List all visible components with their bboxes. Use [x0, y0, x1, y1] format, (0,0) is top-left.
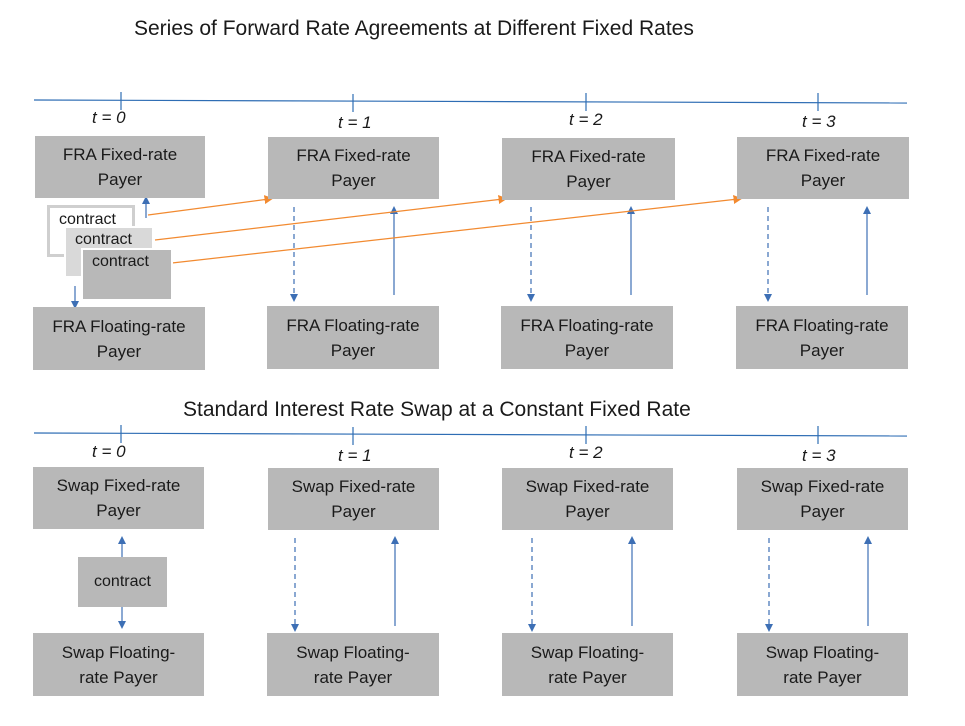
top-tick-label-1: t = 1: [338, 113, 372, 132]
bottom-t2-fixed-payer-box: Swap Fixed-rate Payer: [502, 468, 673, 530]
top-t0-fixed-payer-box: FRA Fixed-rate Payer: [35, 136, 205, 198]
contract-label-1: contract: [59, 211, 116, 228]
bottom-tick-label-2: t = 2: [569, 443, 603, 462]
top-t3-fixed-payer-box: FRA Fixed-rate Payer: [737, 137, 909, 199]
contract-label-3: contract: [92, 253, 149, 270]
contract-3-to-t3-arrow: [171, 195, 743, 264]
bottom-t0-floating-payer-box: Swap Floating-rate Payer: [33, 633, 204, 696]
bottom-diagram-title: Standard Interest Rate Swap at a Constan…: [183, 398, 691, 421]
bottom-t1-fixed-payer-box: Swap Fixed-rate Payer: [268, 468, 439, 530]
swap-contract-box: contract: [78, 557, 167, 607]
bottom-t0-fixed-payer-box: Swap Fixed-rate Payer: [33, 467, 204, 529]
bottom-tick-label-1: t = 1: [338, 446, 372, 465]
top-t0-floating-payer-box: FRA Floating-rate Payer: [33, 307, 205, 370]
bottom-tick-label-0: t = 0: [92, 442, 126, 461]
swap-contract-label: contract: [94, 573, 151, 590]
bottom-t1-floating-payer-box: Swap Floating-rate Payer: [267, 633, 439, 696]
top-diagram-title: Series of Forward Rate Agreements at Dif…: [134, 17, 694, 40]
bottom-tick-label-3: t = 3: [802, 446, 836, 465]
contract-box-3: contract: [81, 248, 173, 301]
bottom-t2-floating-payer-box: Swap Floating-rate Payer: [502, 633, 673, 696]
top-timeline: [33, 99, 908, 104]
contract-label-2: contract: [75, 231, 132, 248]
top-t3-floating-payer-box: FRA Floating-rate Payer: [736, 306, 908, 369]
bottom-t3-floating-payer-box: Swap Floating-rate Payer: [737, 633, 908, 696]
top-t2-fixed-payer-box: FRA Fixed-rate Payer: [502, 138, 675, 200]
top-tick-label-2: t = 2: [569, 110, 603, 129]
top-tick-label-0: t = 0: [92, 108, 126, 127]
top-t1-fixed-payer-box: FRA Fixed-rate Payer: [268, 137, 439, 199]
bottom-timeline: [33, 432, 908, 437]
top-t2-floating-payer-box: FRA Floating-rate Payer: [501, 306, 673, 369]
bottom-t3-fixed-payer-box: Swap Fixed-rate Payer: [737, 468, 908, 530]
contract-1-to-t1-arrow: [147, 195, 274, 216]
contract-2-to-t2-arrow: [154, 195, 508, 241]
top-t1-floating-payer-box: FRA Floating-rate Payer: [267, 306, 439, 369]
top-tick-label-3: t = 3: [802, 112, 836, 131]
